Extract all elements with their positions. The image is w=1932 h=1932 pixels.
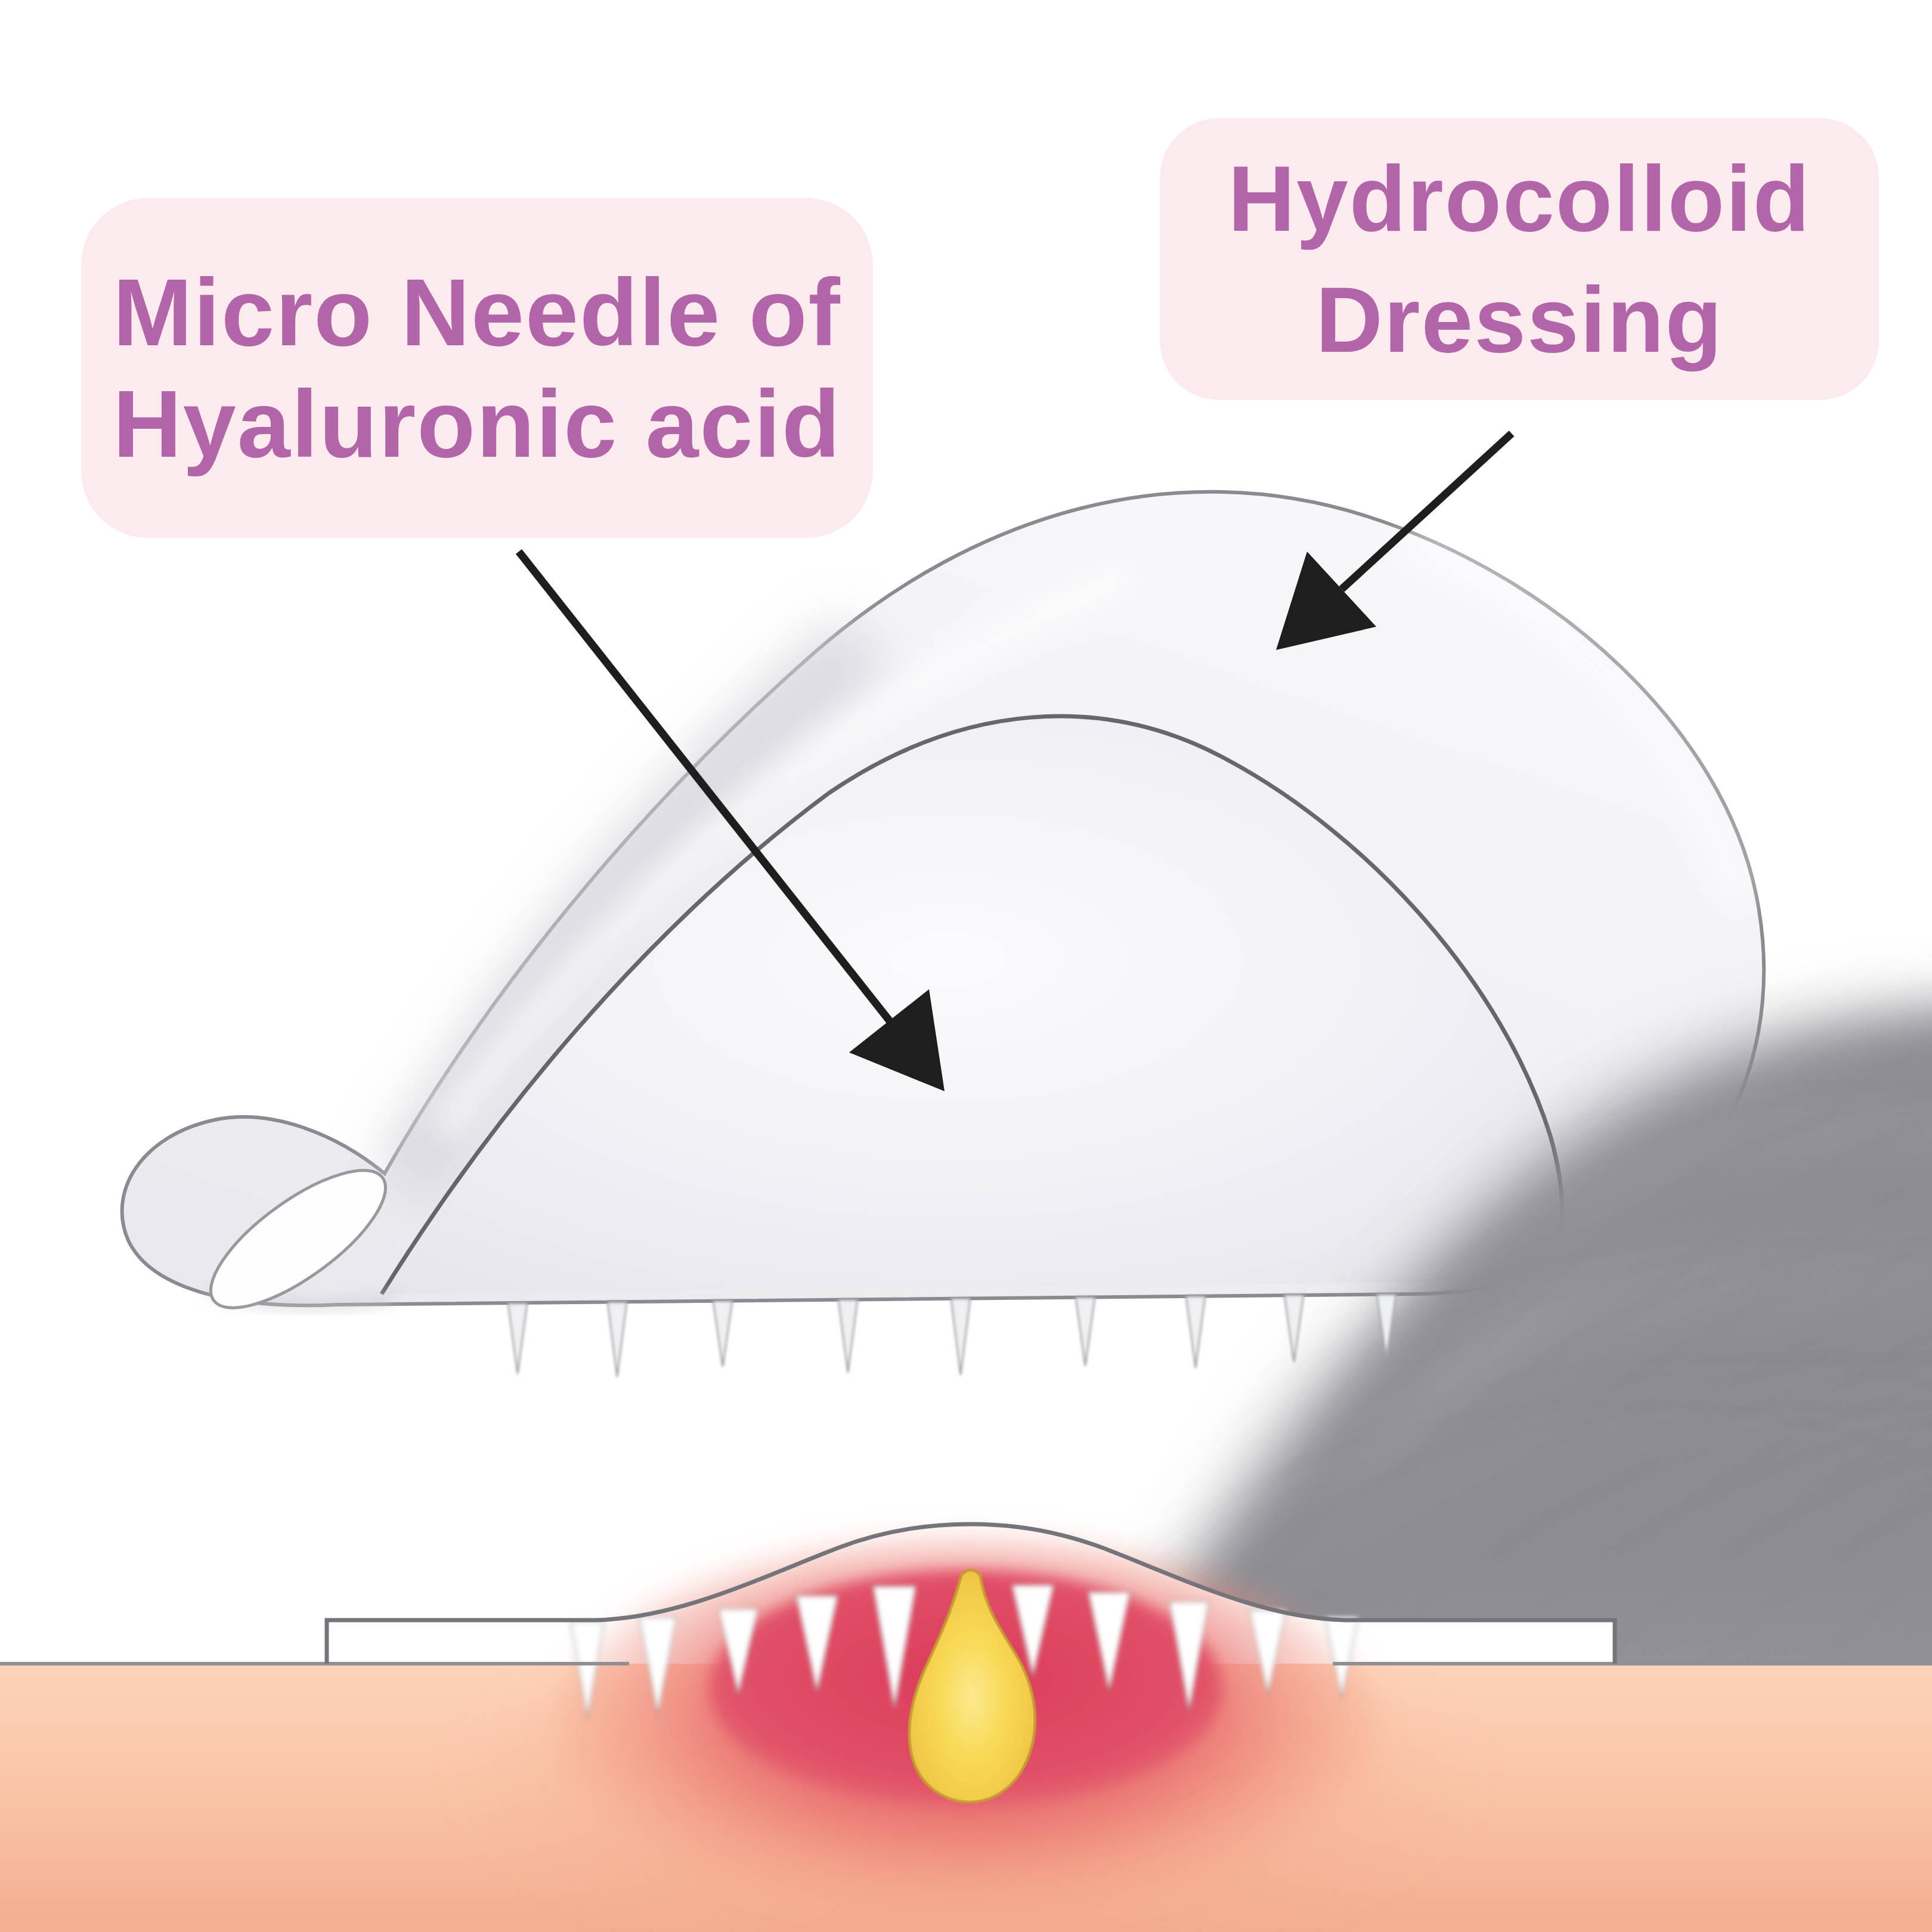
label-micro-needle-line1: Micro Needle of <box>113 256 841 368</box>
label-micro-needle: Micro Needle of Hyaluronic acid <box>81 198 873 538</box>
label-hydrocolloid-dressing: Hydrocolloid Dressing <box>1160 118 1879 400</box>
label-hydrocolloid-line2: Dressing <box>1315 259 1723 380</box>
label-micro-needle-line2: Hyaluronic acid <box>113 368 841 479</box>
label-hydrocolloid-line1: Hydrocolloid <box>1228 138 1810 259</box>
